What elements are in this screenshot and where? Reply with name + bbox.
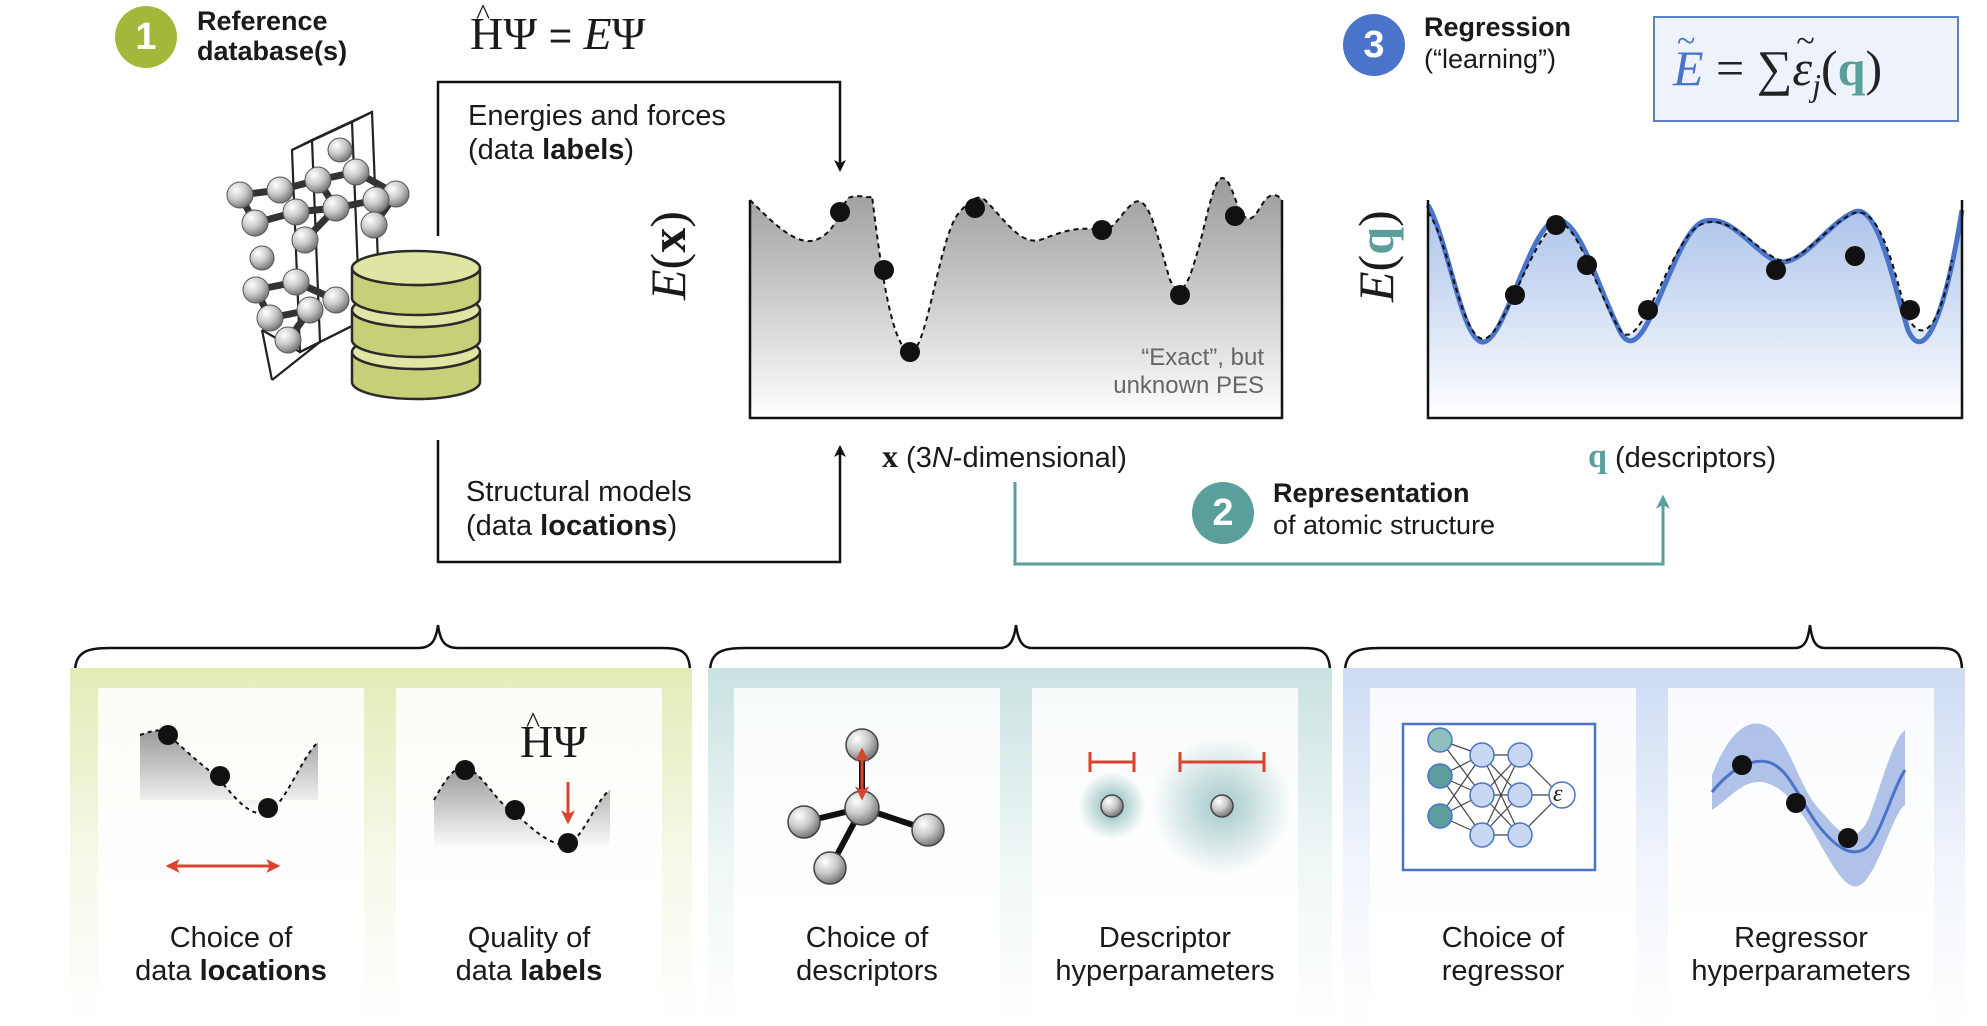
- step-3-title: Regression: [1424, 12, 1572, 42]
- regression-formula-box: E = ∑εj(q): [1653, 10, 1959, 122]
- pes-plot-note-line2: unknown PES: [1113, 372, 1264, 399]
- step-2-title: Representation: [1273, 478, 1470, 508]
- pes-plot: [748, 176, 1284, 420]
- fit-plot-ylabel: E(q): [1348, 210, 1404, 302]
- brace-representation: [708, 624, 1332, 673]
- panel-quality-formula: HΨ: [520, 697, 587, 768]
- pes-plot-note-line1: “Exact”, but: [1141, 344, 1264, 371]
- panel-caption-descriptors: Choice of descriptors: [796, 922, 938, 987]
- crystal-structure-icon: [226, 110, 410, 381]
- database-icon: [350, 249, 482, 401]
- fit-plot: [1425, 200, 1965, 420]
- structural-label-line1: Structural models: [466, 476, 692, 508]
- regression-formula: E = ∑εj(q): [1673, 10, 1882, 117]
- step-2-badge: 2: [1192, 482, 1254, 544]
- brace-regression: [1343, 624, 1964, 673]
- representation-arrow: [1013, 482, 1670, 566]
- panel-caption-descriptor-hyperparameters: Descriptor hyperparameters: [1055, 922, 1275, 987]
- step-2-subtitle: of atomic structure: [1273, 510, 1496, 540]
- neural-network-icon: [1401, 722, 1597, 872]
- step-1-title-line2: database(s): [197, 36, 348, 66]
- nn-output-symbol: ε: [1553, 781, 1563, 807]
- hyperparameter-cutoff-icon: [1078, 736, 1292, 876]
- structural-label-line2: (data locations): [466, 510, 678, 542]
- schrodinger-equation: HΨ = EΨ: [470, 0, 646, 64]
- step-1-badge: 1: [115, 6, 177, 68]
- step-3-subtitle: (“learning”): [1424, 44, 1557, 74]
- molecule-icon: [787, 728, 945, 885]
- pes-plot-xlabel: x (3N-dimensional): [882, 438, 1127, 475]
- energies-label-line2: (data labels): [468, 134, 635, 166]
- brace-data: [73, 624, 692, 673]
- panel-caption-data-locations: Choice of data locations: [135, 922, 327, 987]
- step-1-title: Reference: [197, 6, 328, 36]
- panel-caption-data-labels: Quality of data labels: [455, 922, 603, 987]
- step-3-badge: 3: [1343, 14, 1405, 76]
- energies-label-line1: Energies and forces: [468, 100, 726, 132]
- panel-caption-regressor-hyperparameters: Regressor hyperparameters: [1691, 922, 1911, 987]
- pes-plot-ylabel: E(x): [640, 211, 696, 300]
- data-labels-icon: [433, 760, 611, 853]
- gaussian-process-icon: [1710, 723, 1907, 887]
- panel-caption-regressor: Choice of regressor: [1441, 922, 1565, 987]
- structural-arrow: [436, 440, 846, 564]
- fit-plot-xlabel: q (descriptors): [1588, 438, 1777, 475]
- energies-arrow: [436, 80, 846, 236]
- data-locations-icon: [139, 725, 319, 873]
